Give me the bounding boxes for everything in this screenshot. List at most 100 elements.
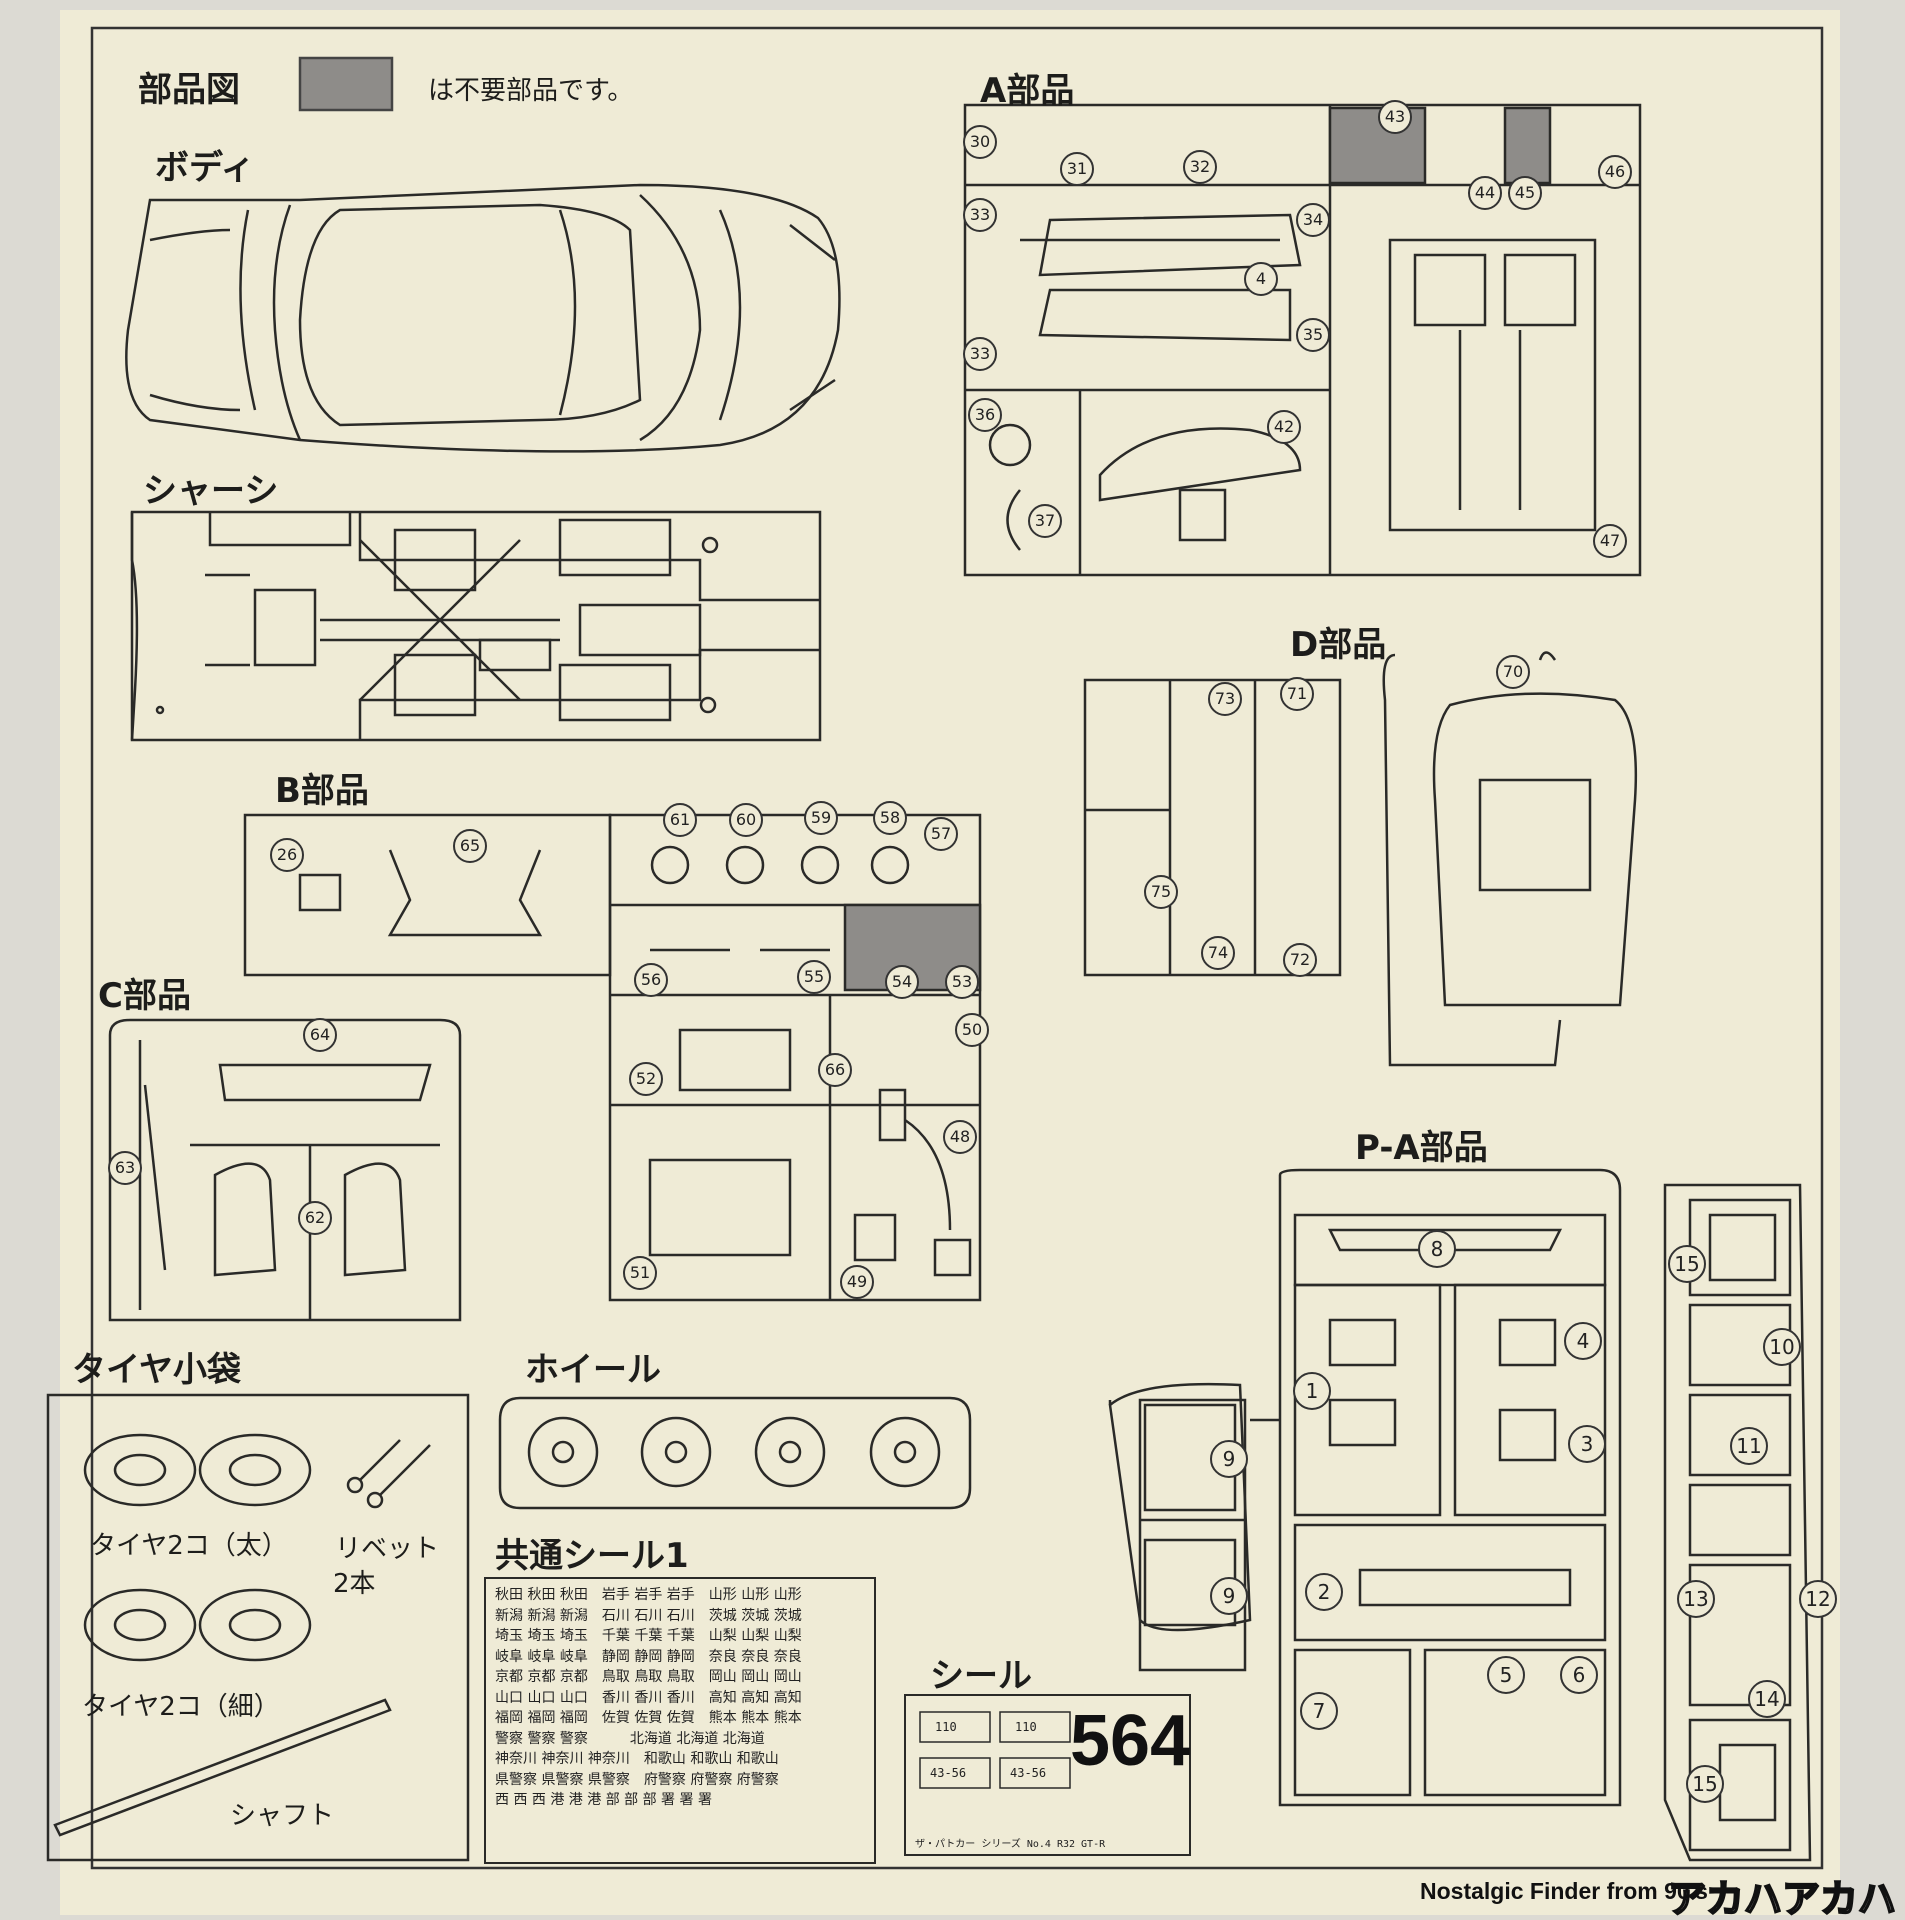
part-number: 6 (1560, 1656, 1598, 1694)
part-number: 43 (1378, 100, 1412, 134)
seal-row: 新潟 新潟 新潟 石川 石川 石川 茨城 茨城 茨城 (495, 1607, 802, 1624)
part-number: 60 (729, 803, 763, 837)
chassis-title: シャーシ (143, 471, 279, 511)
part-number: 65 (453, 829, 487, 863)
part-number: 4 (1564, 1322, 1602, 1360)
wheel-title: ホイール (525, 1350, 661, 1390)
tire-bag-title: タイヤ小袋 (72, 1350, 241, 1390)
part-number: 9 (1210, 1577, 1248, 1615)
part-number: 4 (1244, 262, 1278, 296)
part-number: 5 (1487, 1656, 1525, 1694)
part-number: 9 (1210, 1440, 1248, 1478)
footer-credit: Nostalgic Finder from 90's (1420, 1878, 1708, 1904)
part-number: 59 (804, 801, 838, 835)
tire-bag (46, 1393, 470, 1862)
part-number: 33 (963, 198, 997, 232)
part-number: 1 (1293, 1372, 1331, 1410)
chassis-part (130, 510, 822, 742)
part-number: 13 (1677, 1580, 1715, 1618)
part-number: 49 (840, 1265, 874, 1299)
part-number: 15 (1686, 1765, 1724, 1803)
rivet-label: リベット (335, 1534, 440, 1564)
c-parts-title: C部品 (98, 976, 191, 1016)
part-number: 75 (1144, 875, 1178, 909)
part-number: 72 (1283, 943, 1317, 977)
part-number: 26 (270, 838, 304, 872)
watermark-logo: アカハアカハバー (1667, 1876, 1897, 1920)
part-number: 47 (1593, 524, 1627, 558)
body-title: ボディ (155, 148, 255, 188)
wheel-runner (498, 1396, 972, 1510)
part-number: 74 (1201, 936, 1235, 970)
d-parts-title: D部品 (1290, 625, 1387, 665)
part-number: 56 (634, 963, 668, 997)
part-number: 71 (1280, 677, 1314, 711)
common-seal-grid: 秋田 秋田 秋田 岩手 岩手 岩手 山形 山形 山形 新潟 新潟 新潟 石川 石… (495, 1585, 870, 1811)
part-number: 31 (1060, 152, 1094, 186)
tire-wide-label: タイヤ2コ（太） (90, 1531, 288, 1561)
seal-row: 山口 山口 山口 香川 香川 香川 高知 高知 高知 (495, 1689, 802, 1706)
part-number: 54 (885, 965, 919, 999)
part-number: 10 (1763, 1328, 1801, 1366)
seal-row: 西 西 西 港 港 港 部 部 部 署 署 署 (495, 1792, 712, 1808)
part-number: 11 (1730, 1427, 1768, 1465)
part-number: 45 (1508, 176, 1542, 210)
legend-title: 部品図 (138, 70, 240, 110)
plate-number: 43-56 (930, 1766, 967, 1780)
common-seal-title: 共通シール1 (495, 1536, 689, 1576)
rivet-count-label: 2本 (333, 1569, 376, 1599)
seal-row: 神奈川 神奈川 神奈川 和歌山 和歌山 和歌山 (495, 1751, 779, 1767)
part-number: 8 (1418, 1230, 1456, 1268)
seal-row: 岐阜 岐阜 岐阜 静岡 静岡 静岡 奈良 奈良 奈良 (495, 1648, 802, 1665)
seal-caption: ザ・パトカー シリーズ No.4 R32 GT-R (915, 1839, 1106, 1850)
seal-row: 福岡 福岡 福岡 佐賀 佐賀 佐賀 熊本 熊本 熊本 (495, 1710, 802, 1726)
seal-big-number: 564 (1070, 1701, 1191, 1781)
part-number: 50 (955, 1013, 989, 1047)
part-number: 58 (873, 801, 907, 835)
part-number: 14 (1748, 1680, 1786, 1718)
part-number: 7 (1300, 1692, 1338, 1730)
d-parts-runner (1083, 651, 1638, 1067)
part-number: 73 (1208, 682, 1242, 716)
part-number: 64 (303, 1018, 337, 1052)
part-number: 44 (1468, 176, 1502, 210)
legend-note: は不要部品です。 (428, 76, 634, 106)
part-number: 52 (629, 1062, 663, 1096)
part-number: 30 (963, 125, 997, 159)
part-number: 35 (1296, 318, 1330, 352)
part-number: 15 (1668, 1245, 1706, 1283)
tire-narrow-label: タイヤ2コ（細） (82, 1692, 280, 1722)
seal-title: シール (930, 1656, 1032, 1696)
part-number: 62 (298, 1201, 332, 1235)
plate-number: 110 (1015, 1720, 1037, 1734)
body-part (125, 183, 841, 453)
b-parts-title: B部品 (275, 771, 369, 811)
seal-row: 秋田 秋田 秋田 岩手 岩手 岩手 山形 山形 山形 (495, 1587, 802, 1603)
part-number: 55 (797, 960, 831, 994)
part-number: 42 (1267, 410, 1301, 444)
seal-row: 警察 警察 警察 北海道 北海道 北海道 (495, 1730, 765, 1747)
part-number: 57 (924, 817, 958, 851)
part-number: 61 (663, 803, 697, 837)
part-number: 63 (108, 1151, 142, 1185)
part-number: 70 (1496, 655, 1530, 689)
pa-parts-title: P-A部品 (1355, 1128, 1488, 1168)
a-parts-title: A部品 (980, 71, 1075, 111)
part-number: 36 (968, 398, 1002, 432)
a-parts-runner (963, 103, 1642, 577)
seal-row: 県警察 県警察 県警察 府警察 府警察 府警察 (495, 1771, 779, 1788)
part-number: 53 (945, 965, 979, 999)
shaft-label: シャフト (230, 1801, 335, 1831)
part-number: 34 (1296, 203, 1330, 237)
part-number: 46 (1598, 155, 1632, 189)
plate-number: 110 (935, 1720, 957, 1734)
pa-parts-runner (1108, 1168, 1812, 1862)
part-number: 48 (943, 1120, 977, 1154)
part-number: 12 (1799, 1580, 1837, 1618)
part-number: 32 (1183, 150, 1217, 184)
plate-number: 43-56 (1010, 1766, 1047, 1780)
part-number: 3 (1568, 1425, 1606, 1463)
seal-row: 埼玉 埼玉 埼玉 千葉 千葉 千葉 山梨 山梨 山梨 (495, 1628, 802, 1644)
